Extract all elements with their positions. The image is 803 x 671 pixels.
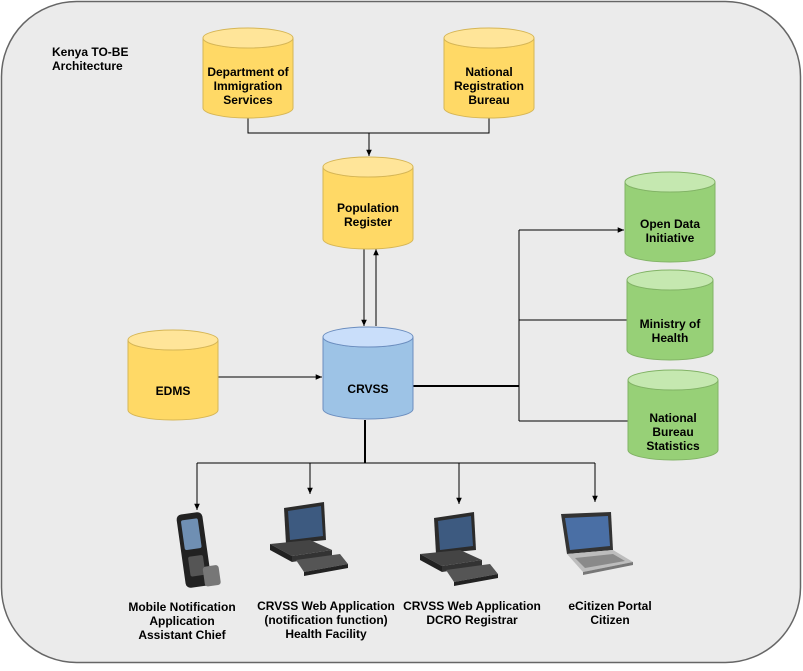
cylinder-label: EDMS [156, 384, 191, 398]
mobile-phone-icon [176, 512, 221, 588]
desktop-computer-icon [270, 502, 348, 576]
cylinder-crvss: CRVSS [322, 326, 414, 420]
edge-immigration-to-population [247, 118, 369, 134]
device-label: CRVSS Web Application(notification funct… [257, 599, 395, 641]
edge-registration-to-population [369, 118, 490, 134]
diagram-title: Kenya TO-BE Architecture [52, 45, 132, 73]
desktop-computer-icon [420, 512, 498, 586]
cylinder-edms: EDMS [127, 329, 219, 421]
cylinder-label: CRVSS [347, 382, 388, 396]
laptop-icon [561, 512, 633, 575]
